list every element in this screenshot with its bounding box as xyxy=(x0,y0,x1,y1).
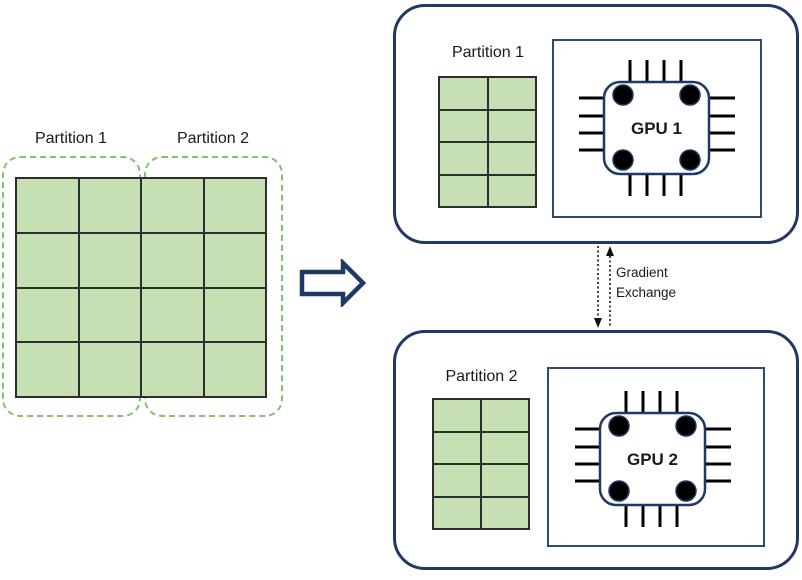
grid-cell xyxy=(78,232,141,288)
grid-cell xyxy=(439,142,488,175)
left-partition1-label: Partition 1 xyxy=(34,130,108,147)
grid-cell xyxy=(141,232,204,288)
gpu1-partition-grid xyxy=(438,76,537,208)
gpu2-partition-label: Partition 2 xyxy=(445,368,518,385)
grid-cell xyxy=(141,342,204,397)
gpu2-chip-icon: GPU 2 xyxy=(575,391,731,527)
transform-arrow-icon xyxy=(299,259,367,307)
grid-cell xyxy=(487,77,536,110)
grid-cell xyxy=(433,431,481,464)
grid-cell xyxy=(481,464,529,497)
gradient-exchange-arrows-icon xyxy=(594,246,614,328)
gpu-chip-corner-dot xyxy=(679,84,701,106)
grid-cell xyxy=(481,496,529,529)
gpu-chip-pins xyxy=(575,391,731,527)
gpu-chip-corner-dot xyxy=(608,415,630,437)
block-arrow-shape xyxy=(299,259,367,307)
grid-cell xyxy=(439,77,488,110)
grid-cell xyxy=(433,496,481,529)
gpu-chip-corner-dot xyxy=(679,149,701,171)
grid-cell xyxy=(78,342,141,397)
grid-cell xyxy=(439,109,488,142)
gpu-chip-pins xyxy=(579,60,735,196)
gpu2-label: GPU 2 xyxy=(627,450,678,469)
grid-cell xyxy=(487,109,536,142)
grid-cell xyxy=(16,342,79,397)
grid-cell xyxy=(203,178,266,233)
left-partition2-label: Partition 2 xyxy=(176,130,250,147)
grid-cell xyxy=(203,232,266,288)
grid-cell xyxy=(481,431,529,464)
grid-cell xyxy=(439,174,488,207)
gpu-chip-corner-dot xyxy=(608,480,630,502)
grid-cell xyxy=(16,287,79,343)
grid-cell xyxy=(433,399,481,432)
arrow-down-head xyxy=(594,318,602,328)
grid-cell xyxy=(16,232,79,288)
grid-cell xyxy=(203,287,266,343)
grid-cell xyxy=(487,174,536,207)
grid-cell xyxy=(141,178,204,233)
gpu-chip-body xyxy=(602,80,711,176)
grid-cell xyxy=(487,142,536,175)
grid-cell xyxy=(481,399,529,432)
gpu1-label: GPU 1 xyxy=(631,119,682,138)
gradient-exchange-label: Gradient Exchange xyxy=(616,265,677,300)
arrow-up-head xyxy=(606,246,614,256)
gpu-chip-corner-dot xyxy=(675,480,697,502)
gpu-chip-corner-dot xyxy=(675,415,697,437)
dataset-grid xyxy=(15,177,267,398)
grid-cell xyxy=(203,342,266,397)
grid-cell xyxy=(141,287,204,343)
gpu1-chip-icon: GPU 1 xyxy=(579,60,735,196)
grid-cell xyxy=(78,178,141,233)
gpu-chip-body xyxy=(598,411,707,507)
gpu2-partition-grid xyxy=(432,398,530,530)
grid-cell xyxy=(16,178,79,233)
grid-cell xyxy=(78,287,141,343)
gpu1-partition-label: Partition 1 xyxy=(451,44,525,61)
grid-cell xyxy=(433,464,481,497)
gpu-chip-corner-dot xyxy=(612,84,634,106)
gpu-chip-corner-dot xyxy=(612,149,634,171)
